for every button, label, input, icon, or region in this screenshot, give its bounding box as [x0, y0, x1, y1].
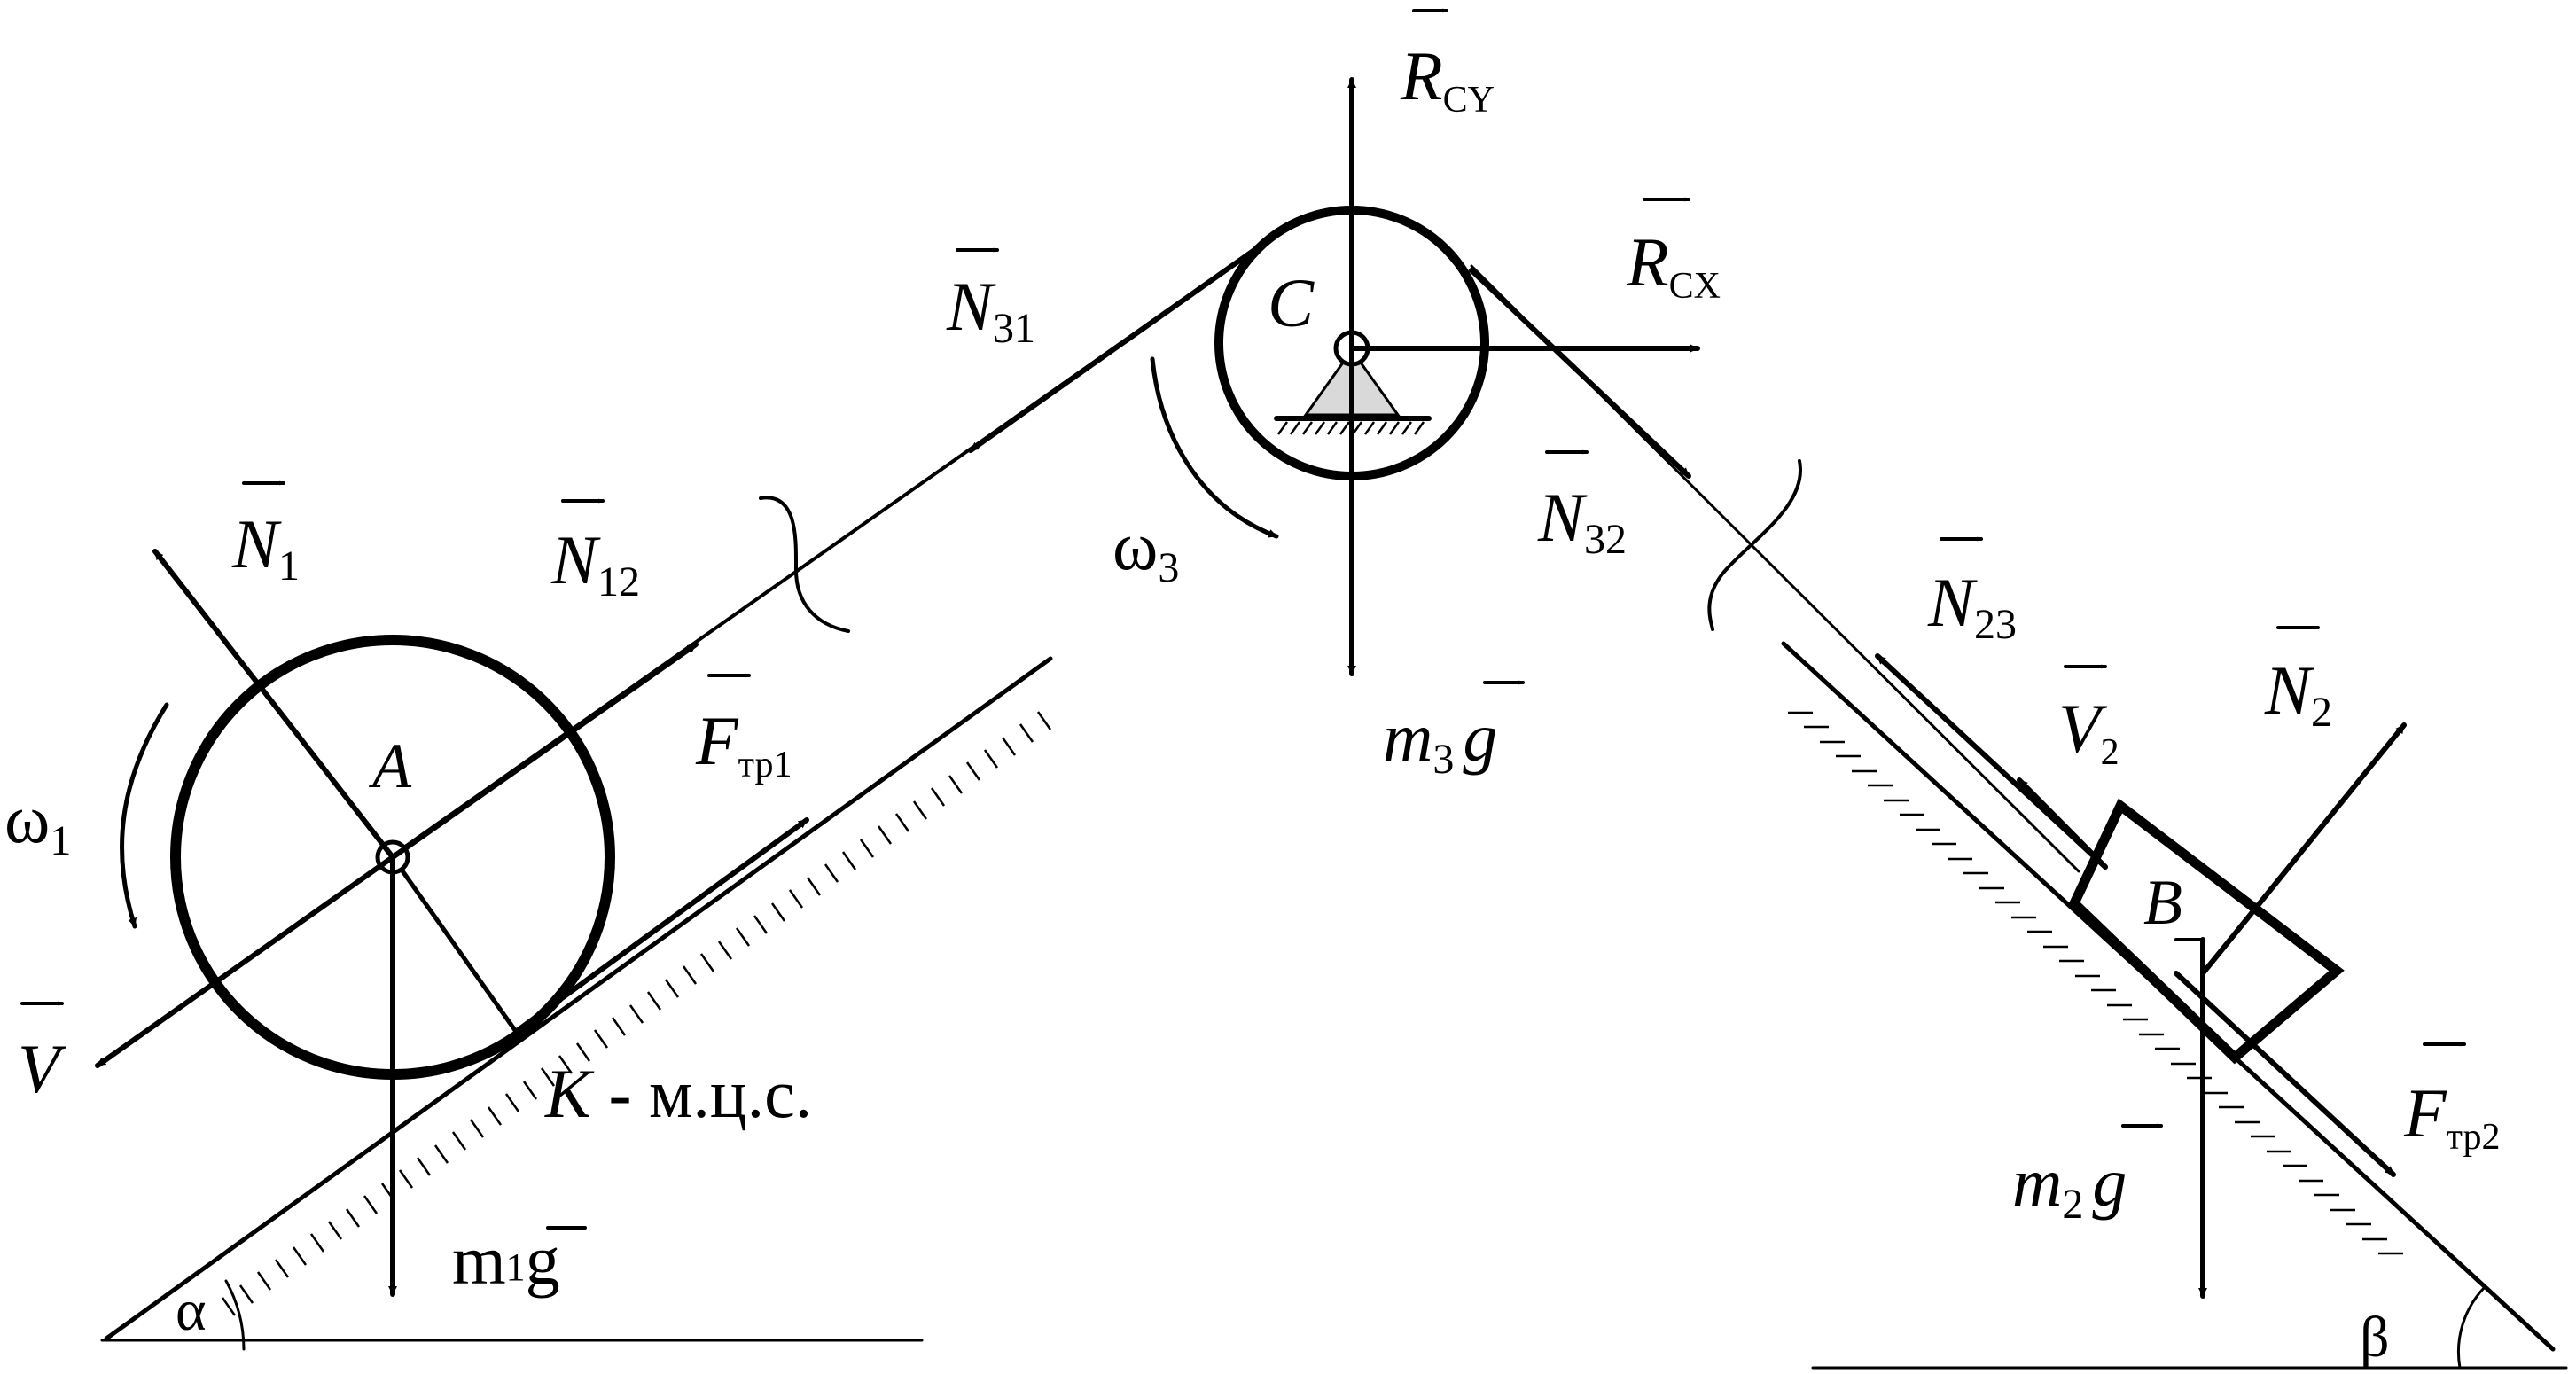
- block-b-shape: [2068, 798, 2345, 1065]
- label-m1g: m1g: [452, 1222, 587, 1299]
- label-omega1: ω1: [4, 780, 71, 864]
- svg-text:Fтр2: Fтр2: [2403, 1074, 2501, 1158]
- right-incline-hatching: [1788, 711, 2403, 1255]
- arrow-v: [95, 855, 395, 1068]
- svg-text:m1g: m1g: [452, 1222, 560, 1299]
- label-beta: β: [2360, 1305, 2390, 1370]
- label-v: V: [18, 1001, 67, 1107]
- label-ftr1: Fтр1: [695, 673, 792, 785]
- label-n1: N1: [231, 480, 300, 589]
- arrow-ftr1: [514, 817, 809, 1034]
- svg-text:N12: N12: [550, 521, 640, 605]
- arrow-omega3: [1150, 356, 1279, 539]
- label-rcx: RCX: [1626, 197, 1721, 307]
- arrow-n1: [152, 549, 395, 860]
- svg-text:V: V: [18, 1030, 67, 1107]
- svg-text:N1: N1: [231, 505, 300, 589]
- svg-text:N23: N23: [1927, 564, 2017, 648]
- label-rcy: RCY: [1400, 8, 1495, 121]
- block-b: [2068, 798, 2345, 1065]
- arrow-n12: [390, 642, 699, 860]
- arrow-n31: [968, 241, 1266, 453]
- labels: RCY RCX C N31 N32 N12 N1: [4, 8, 2501, 1370]
- rope-break-right: [1707, 459, 1803, 631]
- label-n32: N32: [1537, 449, 1627, 563]
- alpha-arc: [224, 1279, 246, 1351]
- svg-text:V2: V2: [2058, 690, 2119, 773]
- svg-text:N32: N32: [1537, 479, 1627, 563]
- label-omega3: ω3: [1112, 507, 1179, 591]
- label-c: C: [1268, 264, 1315, 341]
- label-a: A: [369, 730, 412, 801]
- pulley-c-support-hatch: [1276, 421, 1425, 435]
- label-n12: N12: [550, 498, 640, 605]
- svg-text:N31: N31: [946, 268, 1035, 352]
- rope: [388, 239, 2080, 873]
- label-ftr2: Fтр2: [2403, 1042, 2501, 1158]
- label-alpha: α: [176, 1278, 207, 1343]
- arrow-v2: [2017, 777, 2108, 870]
- svg-text:RCX: RCX: [1626, 223, 1721, 307]
- svg-text:RCY: RCY: [1400, 37, 1495, 121]
- svg-text:Fтр1: Fтр1: [695, 702, 792, 785]
- arrow-n2: [2200, 722, 2407, 976]
- arrow-n32: [1469, 268, 1691, 479]
- label-b: B: [2143, 867, 2182, 938]
- rope-break-left: [759, 496, 850, 633]
- arrow-omega1: [120, 702, 169, 929]
- arrow-ftr2: [2174, 971, 2396, 1177]
- label-v2: V2: [2058, 664, 2119, 773]
- label-n31: N31: [946, 247, 1035, 352]
- svg-text:m2g: m2g: [2012, 1144, 2127, 1228]
- left-incline-hatching: [221, 711, 1052, 1316]
- force-arrows: [95, 77, 2407, 1299]
- beta-arc: [2456, 1285, 2486, 1370]
- label-k: K - м.ц.с.: [544, 1055, 812, 1132]
- left-incline: [100, 656, 1053, 1351]
- svg-text:N2: N2: [2264, 652, 2332, 736]
- label-n23: N23: [1927, 536, 2017, 648]
- label-n2: N2: [2264, 625, 2332, 736]
- svg-text:m3g: m3g: [1383, 699, 1497, 783]
